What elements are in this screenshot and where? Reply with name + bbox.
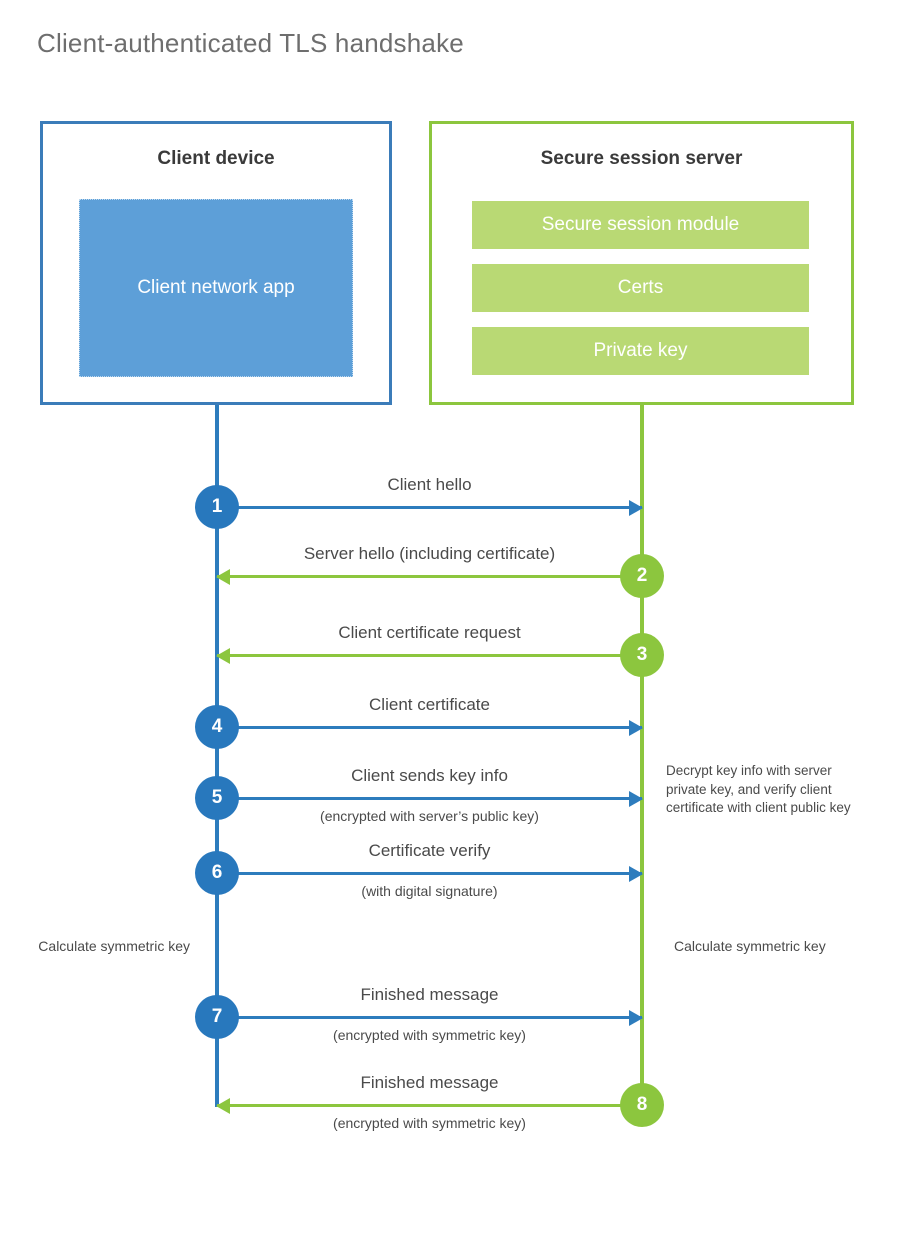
message-label-6: Certificate verify [368,841,491,860]
server-component-certs: Certs [472,264,809,312]
note-decrypt-key-info: Decrypt key info with server private key… [666,763,851,816]
server-component-secure-session-module: Secure session module [472,201,809,249]
message-sublabel-7: (encrypted with symmetric key) [333,1027,526,1043]
server-component-private-key: Private key [472,327,809,375]
message-label-7: Finished message [360,985,499,1004]
page-title: Client-authenticated TLS handshake [37,28,464,58]
message-sublabel-6: (with digital signature) [361,883,498,899]
arrow-right-icon [629,500,643,516]
arrow-right-icon [629,866,643,882]
message-line-6 [217,872,642,875]
message-sublabel-8: (encrypted with symmetric key) [333,1115,526,1131]
message-line-1 [217,506,642,509]
client-network-app-block: Client network app [79,199,353,377]
step-badge-1: 1 [195,485,239,529]
message-label-2: Server hello (including certificate) [303,544,556,563]
step-badge-6: 6 [195,851,239,895]
arrow-left-icon [216,1098,230,1114]
message-label-1: Client hello [387,475,472,494]
message-label-8: Finished message [360,1073,499,1092]
step-badge-7: 7 [195,995,239,1039]
message-label-4: Client certificate [369,695,490,714]
arrow-right-icon [629,1010,643,1026]
step-badge-2: 2 [620,554,664,598]
message-label-3: Client certificate request [338,623,521,642]
message-line-2 [217,575,642,578]
message-line-8 [217,1104,642,1107]
note-calculate-symmetric-key-client: Calculate symmetric key [38,938,190,954]
client-device-title: Client device [157,148,275,169]
step-badge-5: 5 [195,776,239,820]
message-line-7 [217,1016,642,1019]
step-badge-4: 4 [195,705,239,749]
message-line-5 [217,797,642,800]
message-line-4 [217,726,642,729]
message-line-3 [217,654,642,657]
client-lifeline [215,405,219,1107]
server-lifeline [640,405,644,1107]
client-device-box: Client device Client network app [40,121,392,405]
note-calculate-symmetric-key-server: Calculate symmetric key [674,938,826,954]
arrow-right-icon [629,791,643,807]
arrow-right-icon [629,720,643,736]
message-label-5: Client sends key info [351,766,508,785]
secure-session-server-title: Secure session server [540,148,743,169]
step-badge-3: 3 [620,633,664,677]
message-sublabel-5: (encrypted with server’s public key) [320,808,539,824]
secure-session-server-box: Secure session server Secure session mod… [429,121,854,405]
arrow-left-icon [216,648,230,664]
step-badge-8: 8 [620,1083,664,1127]
arrow-left-icon [216,569,230,585]
